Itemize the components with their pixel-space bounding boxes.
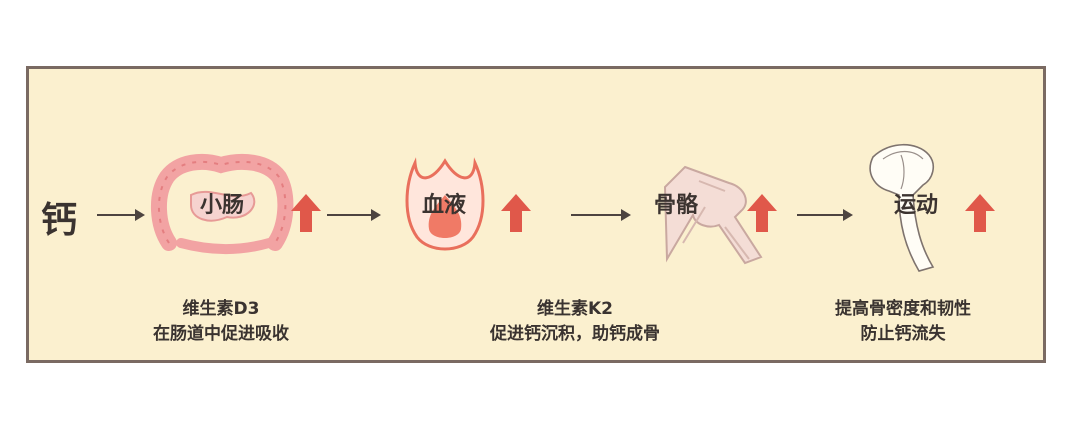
up-arrow-icon (291, 194, 321, 232)
step-label-bone: 骨骼 (653, 193, 698, 218)
intestine-icon (150, 153, 294, 254)
step-label-exercise: 运动 (893, 193, 938, 218)
step-label-intestine: 小肠 (199, 193, 244, 218)
flow-arrow-1 (97, 209, 145, 221)
step-label-blood: 血液 (421, 193, 466, 218)
caption-bone: 维生素K2 促进钙沉积，助钙成骨 (455, 297, 695, 347)
calcium-label: 钙 (41, 200, 78, 241)
knee-joint-icon (663, 165, 763, 265)
up-arrow-icon (965, 194, 995, 232)
blood-drop-icon (405, 157, 485, 251)
caption-line: 防止钙流失 (860, 324, 946, 344)
caption-line: 维生素D3 (182, 299, 260, 319)
caption-line: 促进钙沉积，助钙成骨 (490, 324, 660, 344)
caption-exercise: 提高骨密度和韧性 防止钙流失 (803, 297, 1003, 347)
caption-intestine: 维生素D3 在肠道中促进吸收 (121, 297, 321, 347)
femur-bone-icon (869, 144, 935, 272)
up-arrow-icon (501, 194, 531, 232)
caption-line: 维生素K2 (536, 299, 613, 319)
up-arrow-icon (747, 194, 777, 232)
flow-arrow-2 (327, 209, 381, 221)
flow-arrow-4 (797, 209, 853, 221)
caption-line: 提高骨密度和韧性 (835, 299, 971, 319)
diagram-panel: 钙 小肠 血液 骨骼 运动 维生素D3 在肠道中促进吸收 (26, 66, 1046, 363)
flow-arrow-3 (571, 209, 631, 221)
caption-line: 在肠道中促进吸收 (153, 324, 289, 344)
